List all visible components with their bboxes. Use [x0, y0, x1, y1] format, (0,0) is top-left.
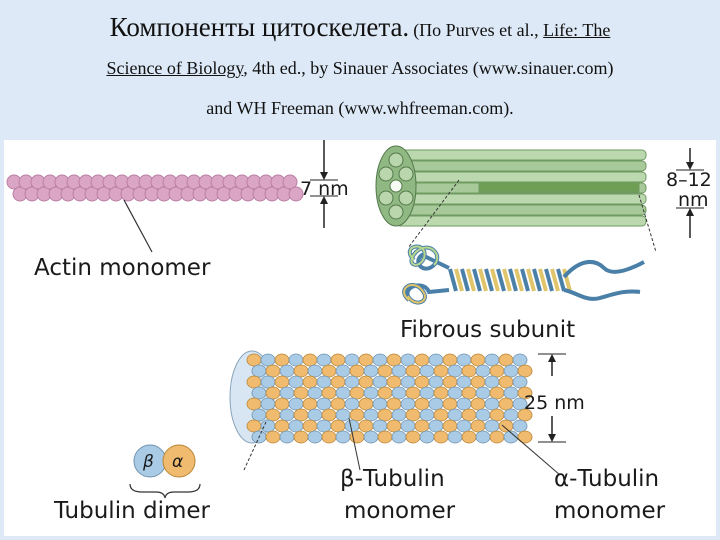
- citation-line-1: Компоненты цитоскелета. (По Purves et al…: [0, 12, 720, 43]
- beta-tubulin-label-line-1: β-Tubulin: [340, 466, 445, 492]
- intermediate-filament-dimension-line-2: nm: [678, 189, 709, 211]
- alpha-tubulin-circle: [162, 444, 196, 478]
- citation-middle: , 4th ed., by Sinauer Associates (www.si…: [243, 58, 614, 78]
- citation-line-2: Science of Biology, 4th ed., by Sinauer …: [0, 58, 720, 79]
- tubulin-dimer-icon: [129, 444, 201, 499]
- intermediate-filament-dimension-line-1: 8–12: [666, 169, 712, 191]
- fibrous-subunit: [402, 244, 645, 305]
- tubulin-dimer-label: Tubulin dimer: [53, 498, 211, 524]
- book-title-part-2: Science of Biology: [106, 58, 244, 78]
- actin-pointer-line: [123, 199, 153, 253]
- intermediate-filament-end-cap: [375, 145, 417, 227]
- alpha-tubulin-label-line-1: α-Tubulin: [554, 466, 659, 492]
- alpha-symbol: α: [172, 452, 183, 472]
- cytoskeleton-diagram: 7 nm Actin monomer: [6, 140, 712, 524]
- beta-tubulin-label-line-2: monomer: [344, 498, 456, 524]
- microtubule-dimension-label: 25 nm: [524, 392, 585, 414]
- intermediate-filament: [375, 145, 657, 253]
- citation-header: Компоненты цитоскелета. (По Purves et al…: [0, 0, 720, 140]
- actin-filament: [6, 174, 304, 253]
- dimer-brace: [129, 483, 201, 499]
- fibrous-subunit-label: Fibrous subunit: [400, 317, 575, 343]
- actin-dimension-marker: [310, 140, 338, 228]
- beta-symbol: β: [142, 452, 154, 472]
- intermediate-filament-dimension-marker: [676, 148, 704, 238]
- citation-line-3: and WH Freeman (www.whfreeman.com).: [206, 98, 514, 118]
- actin-monomer-label: Actin monomer: [34, 255, 211, 281]
- page-title: Компоненты цитоскелета.: [109, 12, 410, 42]
- diagram-panel: 7 nm Actin monomer: [4, 140, 716, 536]
- microtubule: [229, 350, 561, 476]
- alpha-tubulin-label-line-2: monomer: [554, 498, 666, 524]
- actin-dimension-label: 7 nm: [300, 178, 349, 200]
- microtubule-dimension-marker: [538, 353, 566, 443]
- book-title-part-1: Life: The: [543, 20, 611, 40]
- citation-prefix: (По Purves et al.,: [413, 20, 544, 40]
